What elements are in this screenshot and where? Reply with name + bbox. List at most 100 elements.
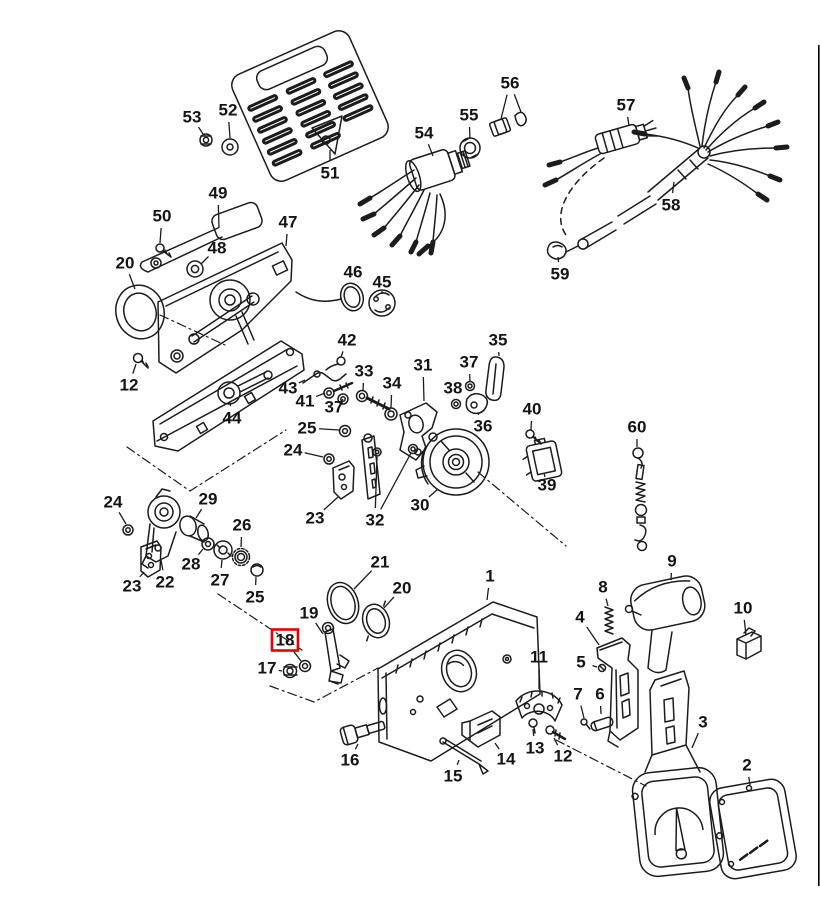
part-label-32[interactable]: 32 [366, 511, 385, 530]
part-label-5[interactable]: 5 [576, 653, 585, 672]
part-20-bezel-ring-upper [115, 284, 165, 340]
leader-line-19 [315, 622, 324, 635]
leader-line-32 [374, 456, 378, 509]
part-label-20[interactable]: 20 [393, 579, 412, 598]
part-label-14[interactable]: 14 [497, 750, 516, 769]
part-label-30[interactable]: 30 [411, 496, 430, 515]
part-label-3[interactable]: 3 [698, 713, 707, 732]
part-label-48[interactable]: 48 [208, 239, 227, 258]
part-label-43[interactable]: 43 [279, 379, 298, 398]
part-label-21[interactable]: 21 [371, 553, 390, 572]
part-24-nut-center [323, 453, 335, 465]
part-25-capnut-left [250, 563, 264, 577]
part-16-plug [339, 720, 386, 746]
part-35-strip [485, 356, 505, 402]
part-label-33[interactable]: 33 [355, 362, 374, 381]
part-label-13[interactable]: 13 [526, 739, 545, 758]
part-label-27[interactable]: 27 [211, 571, 230, 590]
part-20-ring-lower [361, 600, 391, 642]
part-label-54[interactable]: 54 [415, 124, 434, 143]
leader-line-27 [220, 559, 223, 569]
leader-line-23 [323, 496, 339, 511]
leader-line-10 [743, 619, 747, 636]
leader-line-41 [315, 392, 326, 398]
leader-line-12 [553, 737, 559, 746]
part-label-36[interactable]: 36 [474, 417, 493, 436]
part-21-oring [326, 581, 360, 625]
part-label-9[interactable]: 9 [667, 552, 676, 571]
part-label-12[interactable]: 12 [120, 376, 139, 395]
part-label-2[interactable]: 2 [742, 756, 751, 775]
part-label-45[interactable]: 45 [373, 273, 392, 292]
part-label-46[interactable]: 46 [344, 263, 363, 282]
part-label-18[interactable]: 18 [276, 631, 295, 650]
part-label-37[interactable]: 37 [460, 353, 479, 372]
part-label-25[interactable]: 25 [246, 588, 265, 607]
part-label-29[interactable]: 29 [199, 490, 218, 509]
part-label-15[interactable]: 15 [444, 767, 463, 786]
part-label-23[interactable]: 23 [123, 577, 142, 596]
part-label-57[interactable]: 57 [617, 96, 636, 115]
part-53-nut [199, 133, 213, 147]
part-label-7[interactable]: 7 [573, 685, 582, 704]
part-label-42[interactable]: 42 [338, 331, 357, 350]
part-label-31[interactable]: 31 [414, 356, 433, 375]
part-label-37[interactable]: 37 [325, 398, 344, 417]
part-label-11[interactable]: 11 [530, 648, 548, 667]
part-label-25[interactable]: 25 [298, 419, 317, 438]
part-label-23[interactable]: 23 [306, 509, 325, 528]
part-label-10[interactable]: 10 [734, 599, 753, 618]
part-label-16[interactable]: 16 [341, 751, 360, 770]
part-label-50[interactable]: 50 [153, 207, 172, 226]
part-label-28[interactable]: 28 [182, 555, 201, 574]
part-label-1[interactable]: 1 [485, 567, 494, 586]
part-label-34[interactable]: 34 [383, 374, 402, 393]
leader-line-50 [159, 227, 162, 244]
part-label-58[interactable]: 58 [662, 196, 681, 215]
leader-line-3 [691, 732, 699, 749]
part-label-24[interactable]: 24 [104, 493, 123, 512]
leader-line-20 [383, 596, 395, 609]
part-39-switch [522, 437, 563, 482]
part-label-8[interactable]: 8 [598, 578, 607, 597]
part-label-44[interactable]: 44 [223, 409, 242, 428]
part-label-39[interactable]: 39 [538, 476, 557, 495]
part-label-55[interactable]: 55 [460, 106, 479, 125]
part-38-nut [450, 398, 462, 410]
part-label-38[interactable]: 38 [444, 379, 463, 398]
part-56-clips [488, 111, 527, 137]
part-label-4[interactable]: 4 [575, 608, 585, 627]
part-label-22[interactable]: 22 [156, 573, 175, 592]
part-label-52[interactable]: 52 [219, 101, 238, 120]
part-label-26[interactable]: 26 [233, 516, 252, 535]
part-label-53[interactable]: 53 [183, 108, 202, 127]
part-label-51[interactable]: 51 [321, 164, 340, 183]
part-58-harness [565, 69, 790, 253]
part-label-6[interactable]: 6 [595, 685, 604, 704]
part-label-20[interactable]: 20 [116, 254, 135, 273]
part-34-washer [384, 407, 398, 421]
part-label-60[interactable]: 60 [628, 418, 647, 437]
part-label-40[interactable]: 40 [523, 400, 542, 419]
part-label-19[interactable]: 19 [300, 604, 319, 623]
part-label-47[interactable]: 47 [279, 213, 298, 232]
leader-line-4 [586, 626, 600, 646]
part-label-12[interactable]: 12 [554, 747, 573, 766]
part-label-17[interactable]: 17 [258, 659, 277, 678]
part-label-41[interactable]: 41 [296, 392, 315, 411]
part-60-lanyard [632, 447, 648, 552]
leader-line-16 [354, 743, 359, 750]
part-47-backplate [157, 242, 293, 374]
leader-line-36 [477, 412, 480, 416]
part-label-24[interactable]: 24 [284, 441, 303, 460]
part-54-ignition-switch [357, 149, 471, 257]
part-label-56[interactable]: 56 [501, 74, 520, 93]
part-label-35[interactable]: 35 [489, 331, 508, 350]
part-label-59[interactable]: 59 [551, 265, 570, 284]
part-37-nut-a [337, 393, 349, 405]
part-label-49[interactable]: 49 [209, 184, 228, 203]
part-28-washer [201, 537, 215, 551]
part-37-nut-b [464, 380, 476, 392]
part-32-arm-fasteners [361, 433, 419, 500]
